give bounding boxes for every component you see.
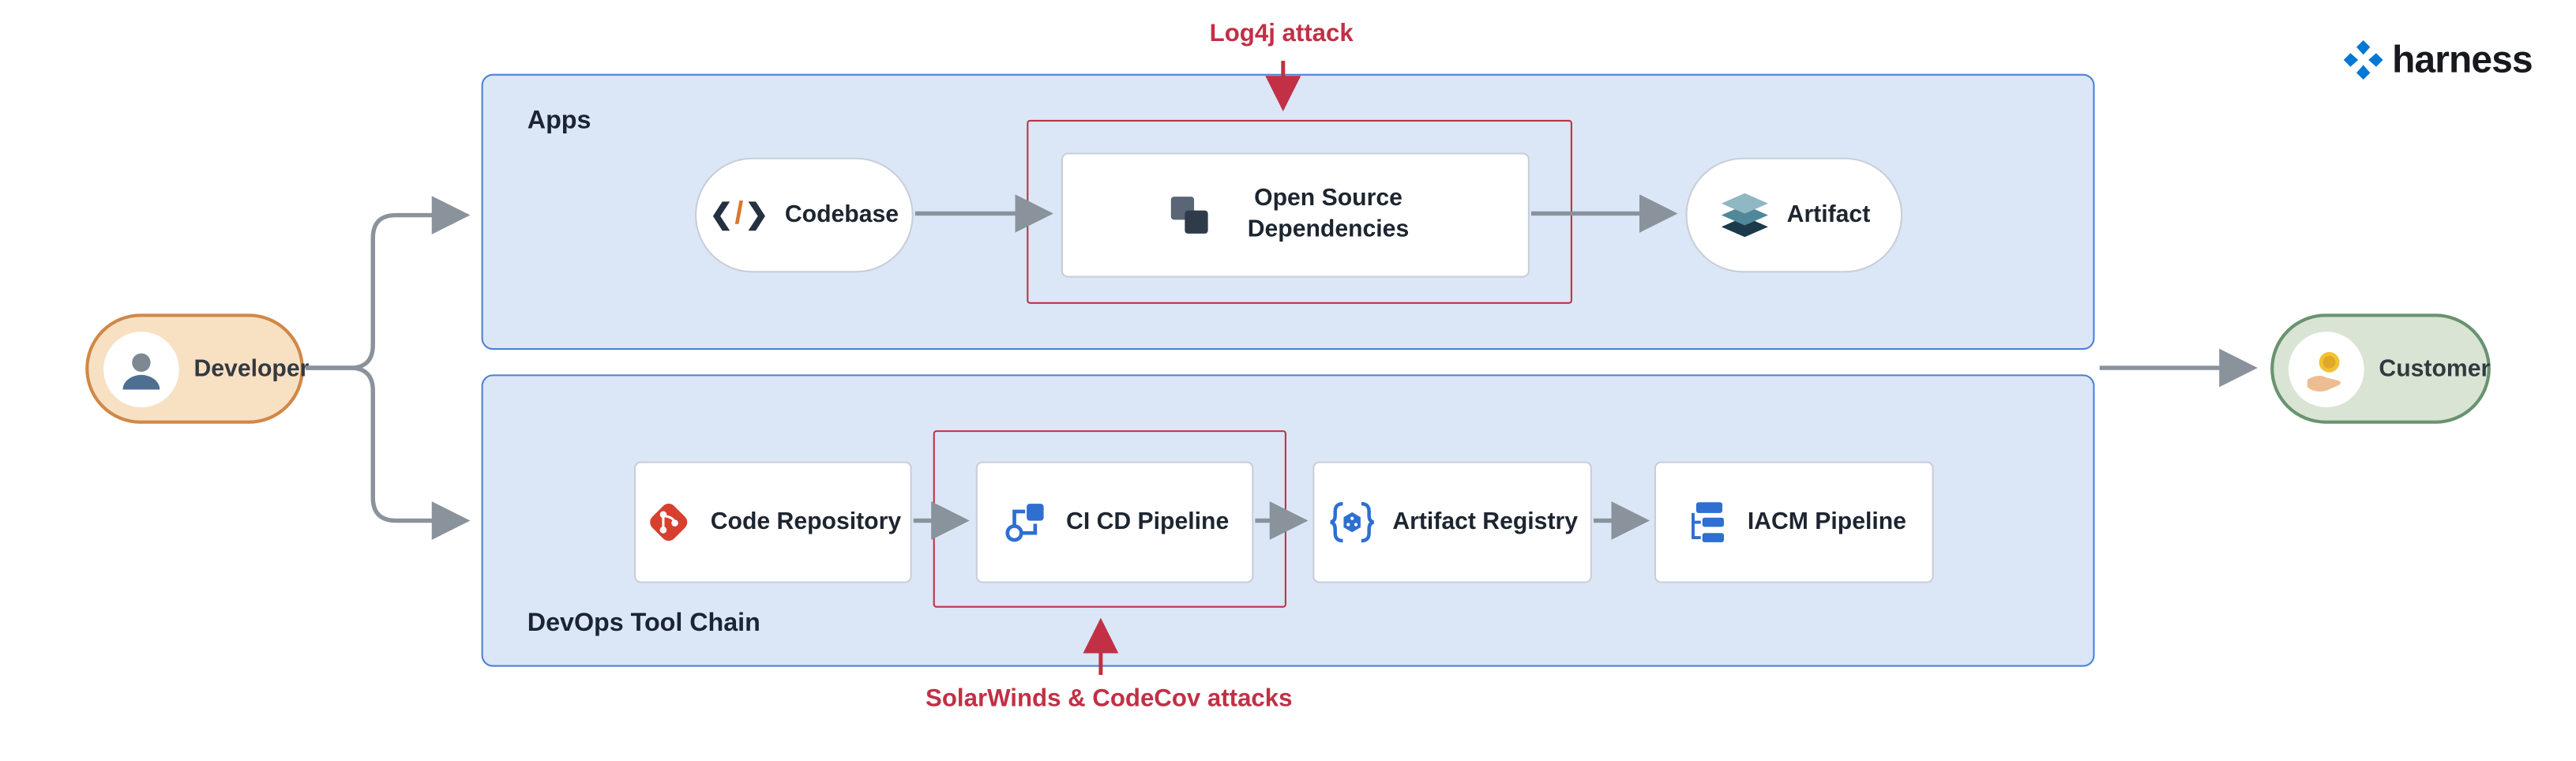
iacm-pipeline-node: IACM Pipeline — [1654, 461, 1934, 583]
artifact-node: Artifact — [1685, 157, 1903, 273]
artifact-label: Artifact — [1786, 201, 1871, 229]
open-source-dependencies-node: Open Source Dependencies — [1061, 152, 1530, 278]
annotation-solarwinds-codecov-attacks: SolarWinds & CodeCov attacks — [926, 684, 1293, 713]
developer-avatar — [103, 331, 179, 407]
brand-logo: harness — [2343, 38, 2533, 82]
coin-in-hand-icon — [2307, 351, 2341, 392]
code-repository-node: Code Repository — [634, 461, 912, 583]
artifact-registry-node: Artifact Registry — [1312, 461, 1592, 583]
person-icon — [122, 352, 160, 389]
overlapping-squares-icon — [1170, 197, 1207, 234]
devops-group-title: DevOps Tool Chain — [527, 609, 760, 638]
artifact-registry-label: Artifact Registry — [1392, 508, 1579, 536]
tree-list-icon — [1691, 502, 1724, 542]
apps-group: Apps ❮/❯ Codebase Open Source Dependenci… — [481, 73, 2095, 351]
open-source-dependencies-label: Open Source Dependencies — [1247, 186, 1410, 243]
cicd-pipeline-label: CI CD Pipeline — [1066, 508, 1230, 536]
code-brackets-icon: ❮/❯ — [709, 197, 769, 232]
stacked-layers-icon — [1720, 193, 1768, 238]
codebase-label: Codebase — [784, 201, 899, 229]
customer-label: Customer — [2379, 355, 2491, 382]
code-repository-label: Code Repository — [710, 508, 902, 536]
iacm-pipeline-label: IACM Pipeline — [1747, 508, 1906, 536]
apps-group-title: Apps — [527, 107, 591, 135]
git-icon — [651, 504, 689, 542]
harness-logo-icon — [2343, 40, 2383, 80]
developer-label: Developer — [193, 355, 310, 382]
customer-node: Customer — [2270, 313, 2491, 424]
brand-name: harness — [2392, 37, 2533, 81]
customer-avatar — [2288, 331, 2364, 407]
codebase-node: ❮/❯ Codebase — [695, 157, 914, 273]
braces-hexagon-icon — [1329, 501, 1374, 543]
developer-node: Developer — [85, 313, 309, 424]
devops-tool-chain-group: DevOps Tool Chain Code Repository CI CD … — [481, 374, 2095, 667]
cicd-pipeline-node: CI CD Pipeline — [975, 461, 1254, 583]
annotation-log4j-attack: Log4j attack — [1209, 19, 1354, 48]
pipeline-flow-icon — [1005, 504, 1044, 542]
